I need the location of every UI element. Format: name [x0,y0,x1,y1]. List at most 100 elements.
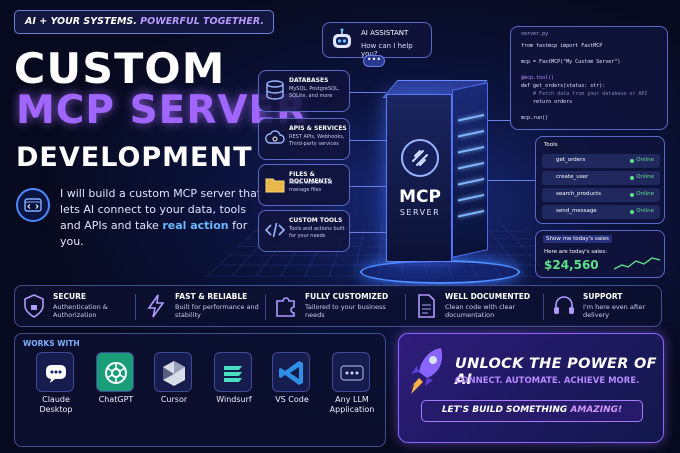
code-line: return orders [521,99,573,105]
category-title: CUSTOM TOOLS [289,217,343,224]
claude-icon [36,352,74,392]
button-label: LET'S BUILD SOMETHING [441,405,571,415]
tool-row: search_products Online [542,188,660,202]
typing-indicator: ••• [363,55,385,67]
app-name: ChatGPT [98,395,134,404]
category-databases: DATABASES MySQL, PostgreSQL, SQLite, and… [258,70,350,112]
lets-build-button[interactable]: LET'S BUILD SOMETHING AMAZING! [421,400,643,422]
category-custom-tools: CUSTOM TOOLS Tools and actions built for… [258,210,350,252]
folder-icon [265,178,285,193]
description-text: I will build a custom MCP server that le… [60,187,262,232]
code-line: # Fetch data from your database or API [521,91,648,97]
category-title: FILES & DOCUMENTS [289,171,332,185]
code-line: from fastmcp import FastMCP [521,43,603,49]
tagline-part2: POWERFUL TOGETHER. [140,16,264,27]
sales-value: $24,560 [544,258,599,272]
connector-line [350,140,386,141]
feature-title: SUPPORT [583,292,623,301]
title-custom: CUSTOM [13,44,226,93]
app-chatgpt: ChatGPT [91,352,141,442]
feature-documented: WELL DOCUMENTED Clean code with clear do… [407,286,543,328]
connector-line [350,186,386,187]
code-filename: server.py [521,31,549,37]
database-icon [266,80,284,100]
category-title: DATABASES [289,77,329,84]
app-name: Claude Desktop [39,395,73,414]
windsurf-icon [214,352,252,392]
tool-name: send_message [556,208,597,214]
server-side [452,82,488,258]
app-name: Any LLM Application [329,395,375,414]
mcp-logo-icon [401,139,439,177]
app-name: Cursor [160,395,188,404]
tool-name: get_orders [556,157,586,163]
feature-support: SUPPORT I'm here even after delivery [545,286,661,328]
assistant-title: AI ASSISTANT [361,29,409,37]
app-cursor: Cursor [149,352,199,442]
cta-headline: UNLOCK THE POWER OF AI [455,356,657,388]
robot-icon [333,28,351,48]
connector-line [350,232,386,233]
code-line: mcp.run() [521,115,549,121]
feature-subtitle: I'm here even after delivery [583,303,646,319]
feature-title: FAST & RELIABLE [175,292,248,301]
status-dot [630,176,634,180]
feature-title: WELL DOCUMENTED [445,292,531,301]
tool-name: search_products [556,191,602,197]
feature-subtitle: Clean code with clear documentation [445,303,516,319]
sales-panel: Show me today's sales Here are today's s… [535,230,665,278]
cloud-icon [265,130,285,144]
feature-title: SECURE [53,292,87,301]
tool-status: Online [636,191,654,197]
code-line: @mcp.tool() [521,75,555,81]
connector-line [350,92,386,93]
category-files: FILES & DOCUMENTS Read, search and manag… [258,164,350,206]
app-claude: Claude Desktop [31,352,81,442]
server-front: MCP SERVER [386,94,452,262]
description-end: for you. [60,219,248,248]
ai-assistant-bubble: AI ASSISTANT How can I help you? [322,22,432,58]
cursor-icon [154,352,192,392]
code-line: mcp = FastMCP("My Custom Server") [521,59,621,65]
feature-customized: FULLY CUSTOMIZED Tailored to your busine… [267,286,403,328]
server-sublabel: SERVER [399,208,441,217]
app-name: VS Code [275,395,309,404]
headset-icon [554,296,574,314]
app-vscode: VS Code [267,352,317,442]
shield-icon [24,294,44,318]
assistant-message: How can I help you? [361,42,413,58]
sparkline-icon [614,257,660,270]
category-subtitle: MySQL, PostgreSQL, SQLite, and more [289,86,340,99]
server-tower: MCP SERVER [382,80,488,278]
tagline: AI + YOUR SYSTEMS. POWERFUL TOGETHER. [14,10,274,34]
tagline-part1: AI + YOUR SYSTEMS. [25,16,137,27]
cta-panel: UNLOCK THE POWER OF AI CONNECT. AUTOMATE… [398,333,664,443]
status-dot [630,193,634,197]
code-line: def get_orders(status: str): [521,83,606,89]
tool-status: Online [636,208,654,214]
code-icon [264,222,286,238]
app-any-llm: Any LLM Application [327,352,377,442]
document-icon [418,294,435,318]
ellipsis-icon [332,352,370,392]
puzzle-icon [276,297,295,317]
feature-secure: SECURE Authentication & Authorization [15,286,133,328]
code-window: server.py from fastmcp import FastMCP mc… [510,26,668,130]
feature-fast: FAST & RELIABLE Built for performance an… [137,286,263,328]
chatgpt-icon [96,352,134,392]
rocket-icon [409,348,443,394]
feature-title: FULLY CUSTOMIZED [305,292,389,301]
status-dot [630,159,634,163]
description: I will build a custom MCP server that le… [60,186,270,250]
lightning-icon [147,294,165,318]
status-dot [630,210,634,214]
feature-subtitle: Built for performance and stability [175,303,259,319]
button-highlight: AMAZING! [570,405,623,415]
category-subtitle: REST APIs, Webhooks, Third-party service… [289,134,345,147]
works-with-heading: WORKS WITH [23,339,80,348]
sales-answer: Here are today's sales: [544,249,608,255]
